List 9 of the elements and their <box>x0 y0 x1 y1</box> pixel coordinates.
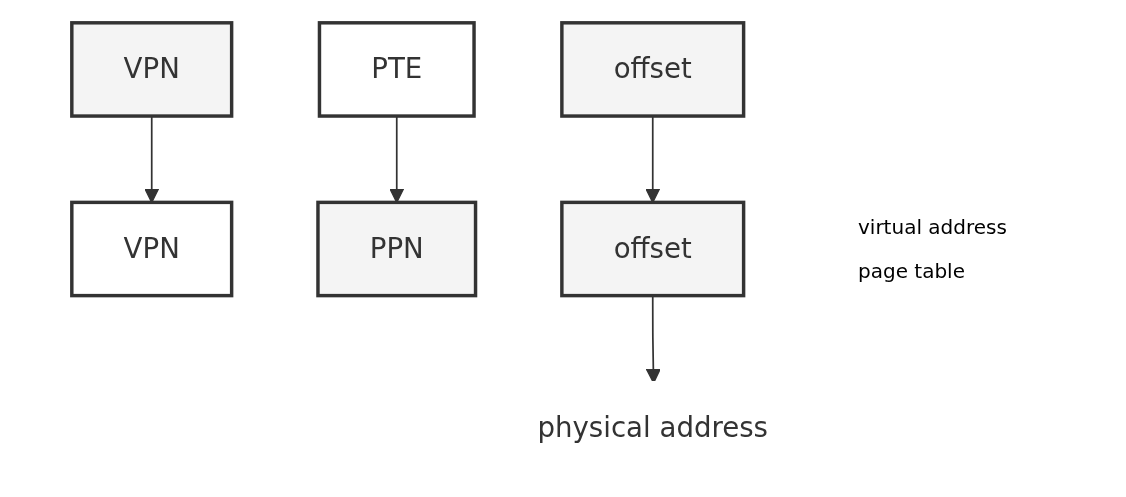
node-box: VPN <box>70 20 234 118</box>
node-box: PTE <box>317 20 476 118</box>
note-label: page table <box>858 258 966 283</box>
node-box: offset <box>560 20 746 118</box>
node-box: VPN <box>70 200 234 297</box>
note-label: virtual address <box>858 214 1008 239</box>
node-box: offset <box>560 200 746 297</box>
node-text: physical address <box>537 410 769 444</box>
node-box: PPN <box>316 200 478 297</box>
